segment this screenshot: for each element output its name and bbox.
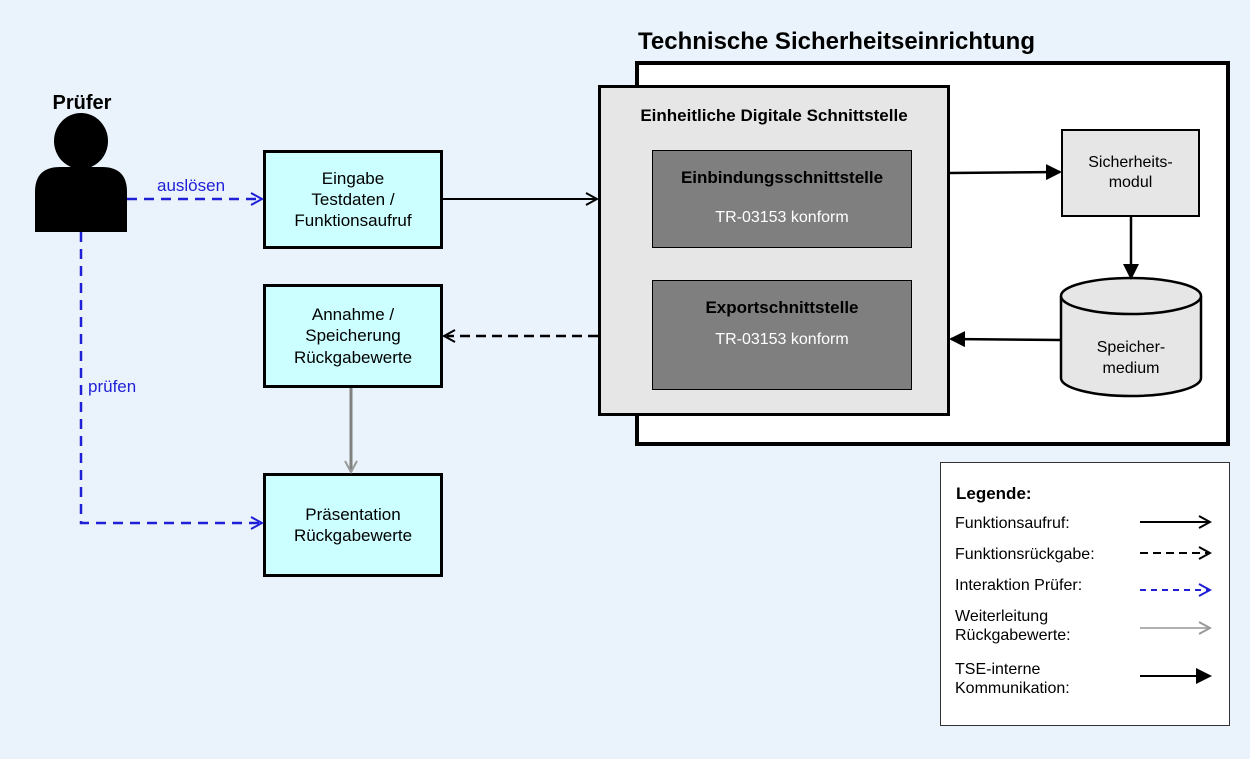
legend-item-return: Funktionsrückgabe:: [955, 546, 1095, 563]
internal-arrow-1: [949, 164, 1062, 181]
storage-medium: Speicher- medium: [1059, 276, 1203, 398]
legend-box: [940, 462, 1230, 726]
input-box: Eingabe Testdaten / Funktionsaufruf: [263, 150, 443, 249]
check-label: prüfen: [88, 377, 137, 396]
einbindung-subtitle: TR-03153 konform: [715, 209, 849, 227]
legend-item-forward-line2: Rückgabewerte:: [955, 627, 1071, 644]
check-arrow: [79, 232, 262, 523]
legend-item-internal-line2: Kommunikation:: [955, 680, 1070, 697]
export-subtitle: TR-03153 konform: [715, 331, 849, 349]
input-line2: Testdaten /: [311, 189, 395, 209]
present-line1: Präsentation: [305, 504, 401, 524]
interface-title: Einheitliche Digitale Schnittstelle: [640, 106, 908, 125]
tse-title: Technische Sicherheitseinrichtung: [638, 28, 1035, 55]
security-module: Sicherheits- modul: [1061, 129, 1200, 217]
trigger-label: auslösen: [157, 176, 226, 195]
einbindung-title: Einbindungsschnittstelle: [680, 168, 884, 187]
legend-item-call: Funktionsaufruf:: [955, 515, 1070, 532]
present-box: Präsentation Rückgabewerte: [263, 473, 443, 577]
storage-line2: medium: [1103, 360, 1160, 377]
receive-line2: Speicherung: [305, 326, 401, 346]
person-icon: [35, 113, 127, 232]
export-title: Exportschnittstelle: [705, 298, 859, 317]
legend-item-interaction: Interaktion Prüfer:: [955, 577, 1083, 594]
security-module-line1: Sicherheits-: [1088, 154, 1173, 171]
receive-box: Annahme / Speicherung Rückgabewerte: [263, 284, 443, 388]
security-module-line2: modul: [1108, 174, 1153, 191]
input-line1: Eingabe: [321, 168, 385, 188]
input-line3: Funktionsaufruf: [294, 211, 412, 231]
internal-arrow-3: [949, 331, 1062, 348]
legend-item-forward-line1: Weiterleitung: [955, 608, 1049, 625]
export-box: Exportschnittstelle TR-03153 konform: [652, 280, 912, 390]
legend-item-internal-line1: TSE-interne: [955, 661, 1041, 678]
legend-title: Legende:: [956, 484, 1032, 503]
present-line2: Rückgabewerte: [293, 526, 413, 545]
einbindung-box: Einbindungsschnittstelle TR-03153 konfor…: [652, 150, 912, 248]
storage-line1: Speicher-: [1097, 339, 1165, 356]
actor-label: Prüfer: [52, 92, 112, 114]
receive-line1: Annahme /: [311, 305, 395, 325]
receive-line3: Rückgabewerte: [293, 347, 413, 367]
